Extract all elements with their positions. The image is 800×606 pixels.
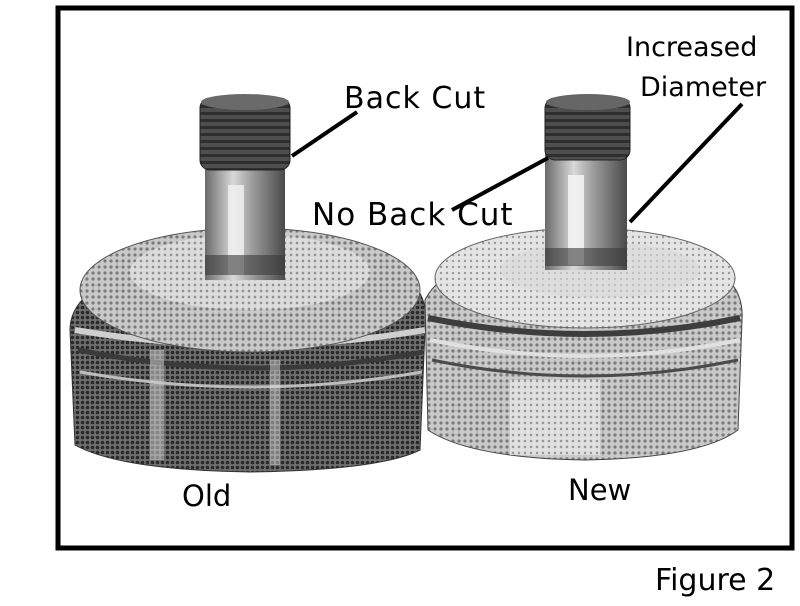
label-diameter: Diameter <box>640 72 767 103</box>
label-increased: Increased <box>626 32 758 63</box>
leader-line-back-cut <box>290 110 359 158</box>
new-part <box>424 94 743 461</box>
label-new: New <box>568 473 632 507</box>
label-no-back-cut: No Back Cut <box>312 197 514 233</box>
label-old: Old <box>182 479 232 513</box>
figure-caption: Figure 2 <box>655 563 776 598</box>
leader-line-no-back-cut <box>451 156 549 212</box>
label-back-cut: Back Cut <box>344 81 487 116</box>
old-part <box>69 94 427 473</box>
leader-line-increased-diameter <box>628 102 744 224</box>
photo-frame <box>55 5 795 551</box>
